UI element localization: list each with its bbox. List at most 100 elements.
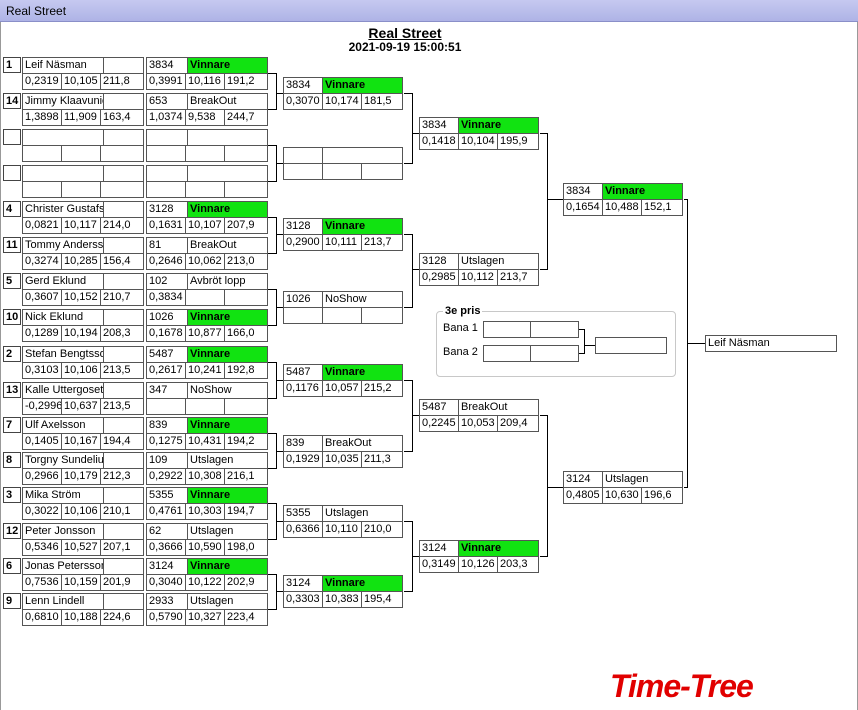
seed-slot[interactable]: Mika Ström xyxy=(22,487,144,504)
seed-slot[interactable]: Torgny Sundelius xyxy=(22,452,144,469)
elapsed-time: 10,062 xyxy=(185,253,225,270)
bronze-lane-1-id[interactable] xyxy=(483,321,531,338)
car-number: 839 xyxy=(146,417,188,434)
speed: 194,7 xyxy=(224,503,268,520)
car-number: 62 xyxy=(146,523,188,540)
elapsed-time: 10,057 xyxy=(322,380,362,397)
round2-slot[interactable] xyxy=(283,147,403,164)
car-number: 3834 xyxy=(563,183,603,200)
car-number: 5487 xyxy=(283,364,323,381)
bracket-line xyxy=(404,521,412,522)
seed-slot[interactable]: Christer Gustafsson xyxy=(22,201,144,218)
elapsed-time: 10,241 xyxy=(185,362,225,379)
bracket-line xyxy=(684,487,688,488)
result-label xyxy=(103,382,144,399)
car-number: 3128 xyxy=(283,218,323,235)
seed-slot[interactable]: Gerd Eklund xyxy=(22,273,144,290)
round1-stats-row xyxy=(146,145,268,162)
result-label xyxy=(103,452,144,469)
seed-slot[interactable]: Kalle Uttergoset Aurell xyxy=(22,382,144,399)
bracket-line xyxy=(584,329,585,354)
seed-slot[interactable]: Leif Näsman xyxy=(22,57,144,74)
bronze-lane-2-label: Bana 2 xyxy=(443,346,478,358)
result-label xyxy=(103,129,144,146)
bronze-lane-2-slot[interactable] xyxy=(483,345,579,362)
round1-slot[interactable] xyxy=(146,129,268,146)
bracket-line xyxy=(412,234,413,308)
seed-number: 6 xyxy=(3,558,21,574)
bronze-lane-1-result[interactable] xyxy=(530,321,579,338)
bronze-winner-slot[interactable] xyxy=(595,337,667,354)
seed-number: 10 xyxy=(3,309,21,325)
bracket-line xyxy=(404,163,412,164)
seed-slot[interactable]: Jonas Petersson xyxy=(22,558,144,575)
bronze-lane-2-result[interactable] xyxy=(530,345,579,362)
car-number: 3124 xyxy=(146,558,188,575)
driver-name: Ulf Axelsson xyxy=(22,417,104,434)
speed: 212,3 xyxy=(100,468,144,485)
seed-slot[interactable]: Stefan Bengtsson xyxy=(22,346,144,363)
champion-slot[interactable]: Leif Näsman xyxy=(705,335,837,352)
seed-slot[interactable]: Tommy Andersson xyxy=(22,237,144,254)
car-number: 3124 xyxy=(563,471,603,488)
bronze-lane-1-slot[interactable] xyxy=(483,321,579,338)
tournament-datetime: 2021-09-19 15:00:51 xyxy=(348,40,462,54)
seed-slot[interactable] xyxy=(22,165,144,182)
window-titlebar[interactable]: Real Street xyxy=(0,0,858,22)
bracket-line xyxy=(404,380,412,381)
speed xyxy=(224,398,268,415)
seed-slot[interactable]: Peter Jonsson xyxy=(22,523,144,540)
seed-slot[interactable] xyxy=(22,129,144,146)
speed: 215,2 xyxy=(361,380,403,397)
speed: 202,9 xyxy=(224,574,268,591)
result-label xyxy=(103,165,144,182)
reaction-time: 0,2245 xyxy=(419,415,459,432)
round1-slot[interactable] xyxy=(146,165,268,182)
bronze-winner[interactable] xyxy=(595,337,667,354)
seed-slot[interactable]: Lenn Lindell xyxy=(22,593,144,610)
bronze-lane-2-id[interactable] xyxy=(483,345,531,362)
bracket-line xyxy=(540,556,548,557)
reaction-time: 0,5790 xyxy=(146,609,186,626)
result-label: Vinnare xyxy=(187,487,268,504)
speed: 156,4 xyxy=(100,253,144,270)
speed: 192,8 xyxy=(224,362,268,379)
car-number: 1026 xyxy=(283,291,323,308)
seed-slot[interactable]: Nick Eklund xyxy=(22,309,144,326)
speed: 207,9 xyxy=(224,217,268,234)
speed: 210,7 xyxy=(100,289,144,306)
reaction-time: 0,2646 xyxy=(146,253,186,270)
elapsed-time: 10,112 xyxy=(458,269,498,286)
seed-slot[interactable]: Ulf Axelsson xyxy=(22,417,144,434)
seed-slot[interactable]: Jimmy Klaavuniemi xyxy=(22,93,144,110)
